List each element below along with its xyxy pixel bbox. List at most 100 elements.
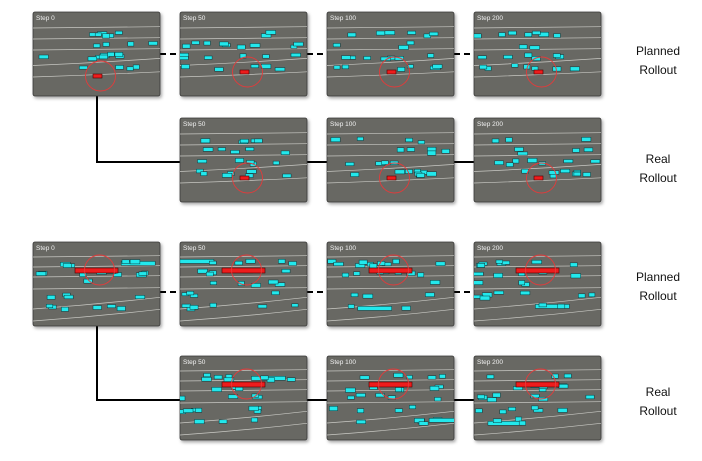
ego-vehicle: [221, 381, 266, 388]
vehicle: [380, 56, 391, 61]
vehicle: [63, 294, 74, 300]
vehicle: [46, 304, 54, 308]
ego-vehicle: [533, 69, 544, 75]
vehicle: [341, 55, 351, 60]
panel-background: [326, 241, 455, 327]
elbow-connector-2: [96, 326, 180, 401]
vehicle: [569, 66, 580, 72]
vehicle: [180, 56, 189, 60]
scene-1-real-panel-3: Step 200: [473, 117, 602, 203]
vehicle: [563, 373, 572, 379]
vehicle: [129, 259, 141, 265]
lane-line: [180, 275, 307, 278]
vehicle: [200, 171, 208, 176]
vehicle: [209, 281, 217, 285]
vehicle: [222, 173, 233, 178]
vehicle: [217, 147, 226, 152]
lane-line: [327, 296, 454, 310]
vehicle: [327, 259, 337, 264]
scene-2-real-panel-3: Step 200: [473, 355, 602, 441]
vehicle: [236, 44, 246, 50]
vehicle: [191, 40, 200, 45]
vehicle: [479, 295, 491, 301]
lane-line: [327, 132, 454, 135]
ego-vehicle: [239, 175, 250, 181]
vehicle: [409, 405, 416, 410]
ego-vehicle: [74, 267, 119, 274]
attention-circle: [84, 254, 115, 286]
vehicle: [350, 292, 359, 297]
lane-line: [180, 154, 307, 157]
vehicle: [250, 64, 259, 69]
vehicle: [61, 306, 69, 312]
vehicle: [148, 41, 158, 46]
vehicle: [239, 138, 249, 144]
scene-2-planned-panel-4: Step 200: [473, 241, 602, 327]
vehicle: [180, 395, 186, 401]
lane-line: [327, 48, 454, 51]
lane-line: [474, 296, 601, 310]
vehicle: [524, 32, 533, 37]
vehicle: [333, 65, 341, 70]
row-label-real-1-line1: Real: [645, 152, 671, 166]
vehicle: [486, 374, 495, 379]
vehicle: [518, 420, 526, 426]
lane-line: [33, 255, 160, 258]
vehicle: [557, 303, 566, 309]
vehicle: [398, 45, 409, 50]
vehicle: [249, 43, 261, 48]
vehicle: [582, 172, 591, 177]
lane-line: [33, 296, 160, 310]
vehicle: [181, 303, 191, 308]
scene-2-real-panel-1: Step 50: [179, 355, 308, 441]
attention-circle: [378, 254, 409, 286]
lane-line: [474, 401, 601, 404]
panel-background: [179, 355, 308, 441]
row-label-planned-2-line1: Planned: [635, 270, 681, 284]
lane-line: [33, 37, 160, 40]
vehicle: [474, 33, 482, 39]
vehicle: [257, 304, 268, 309]
vehicle: [196, 168, 204, 174]
scene-1-planned-panel-4: Step 200: [473, 11, 602, 97]
vehicle: [200, 138, 211, 144]
scene-2-planned-panel-3: Step 100: [326, 241, 455, 327]
vehicle: [235, 386, 244, 392]
attention-circle: [379, 162, 410, 194]
step-label: Step 200: [477, 15, 503, 22]
lane-line: [327, 37, 454, 40]
vehicle: [590, 159, 601, 164]
vehicle: [102, 33, 110, 39]
vehicle: [333, 262, 344, 267]
vehicle: [397, 67, 406, 72]
vehicle: [357, 408, 365, 414]
vehicle: [427, 53, 435, 58]
vehicle: [435, 261, 446, 266]
step-label: Step 50: [183, 359, 206, 366]
vehicle: [135, 295, 146, 300]
vehicle: [237, 281, 245, 286]
vehicle: [197, 159, 207, 164]
vehicle: [206, 271, 214, 277]
lane-line: [327, 275, 454, 278]
vehicle: [573, 171, 581, 177]
lane-line: [33, 26, 160, 29]
vehicle: [280, 150, 290, 155]
lane-line: [180, 26, 307, 29]
panel-background: [32, 241, 161, 327]
step-label: Step 0: [36, 245, 55, 252]
lane-line: [33, 287, 160, 290]
vehicle: [194, 419, 205, 424]
vehicle: [551, 373, 559, 379]
vehicle: [347, 32, 357, 38]
lane-line: [180, 422, 307, 436]
vehicle: [381, 160, 389, 165]
vehicle: [531, 259, 542, 265]
row-label-real-2-line1: Real: [645, 385, 671, 399]
vehicle: [572, 148, 580, 153]
elbow-connector-1: [96, 96, 180, 163]
lane-line: [474, 164, 601, 172]
lane-line: [327, 308, 454, 322]
vehicle: [201, 377, 212, 382]
vehicle: [560, 168, 571, 174]
